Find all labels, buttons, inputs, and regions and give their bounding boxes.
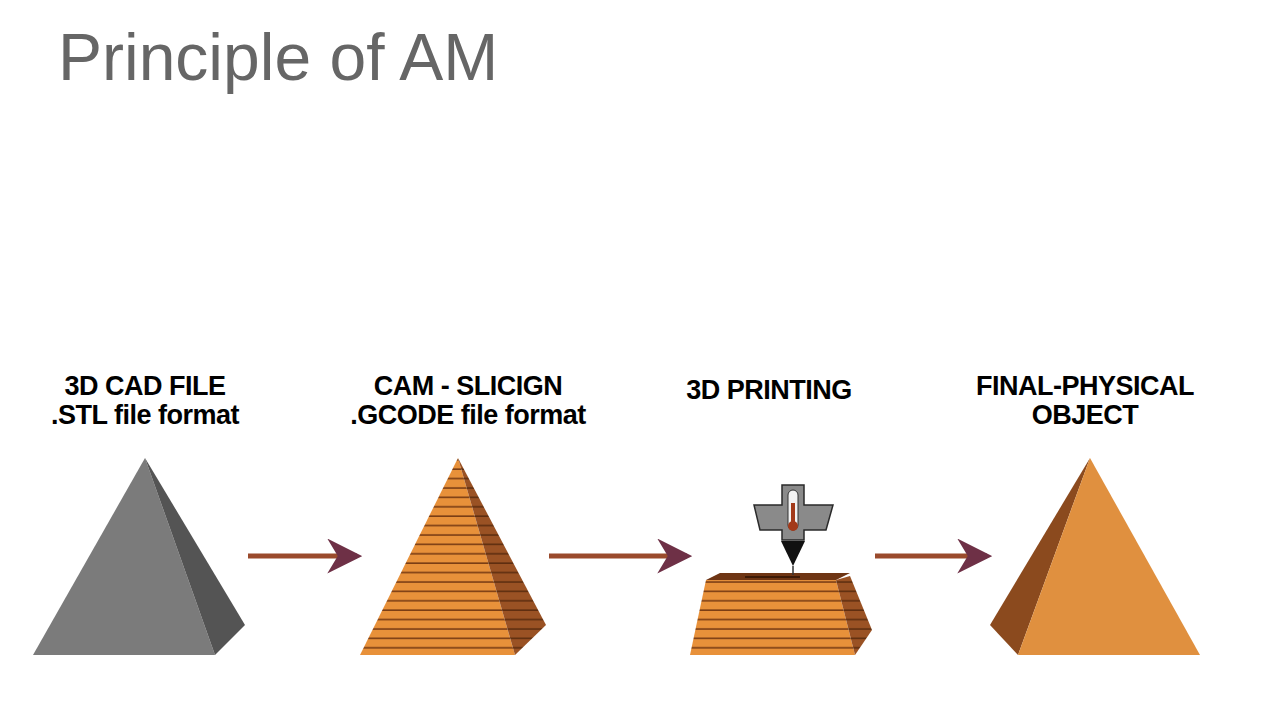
process-stage: CAM - SLICIGN.GCODE file format <box>360 458 546 655</box>
stage-title: 3D CAD FILE <box>0 372 295 401</box>
stage-heading: CAM - SLICIGN.GCODE file format <box>318 372 618 430</box>
sliced-pyramid <box>360 458 546 655</box>
file-format: .STL file format <box>0 401 295 430</box>
final-pyramid <box>990 458 1200 655</box>
printing-part <box>690 573 872 655</box>
flow-arrow <box>549 554 687 559</box>
flow-arrow <box>875 554 987 559</box>
process-stage: 3D CAD FILE.STL file format <box>33 458 245 655</box>
flow-arrow <box>248 554 357 559</box>
print-head <box>754 485 833 575</box>
stage-heading: FINAL-PHYSICAL OBJECT <box>935 372 1235 430</box>
process-stage: FINAL-PHYSICAL OBJECT <box>990 458 1200 655</box>
stage-heading: 3D CAD FILE.STL file format <box>0 372 295 430</box>
stage-title: 3D PRINTING <box>619 376 919 405</box>
stage-heading: 3D PRINTING <box>619 376 919 405</box>
cad-pyramid <box>33 458 245 655</box>
file-format: .GCODE file format <box>318 401 618 430</box>
process-stage: 3D PRINTING <box>690 485 872 655</box>
stage-title: CAM - SLICIGN <box>318 372 618 401</box>
slide-title: Principle of AM <box>58 20 498 96</box>
stage-title: FINAL-PHYSICAL OBJECT <box>935 372 1235 430</box>
